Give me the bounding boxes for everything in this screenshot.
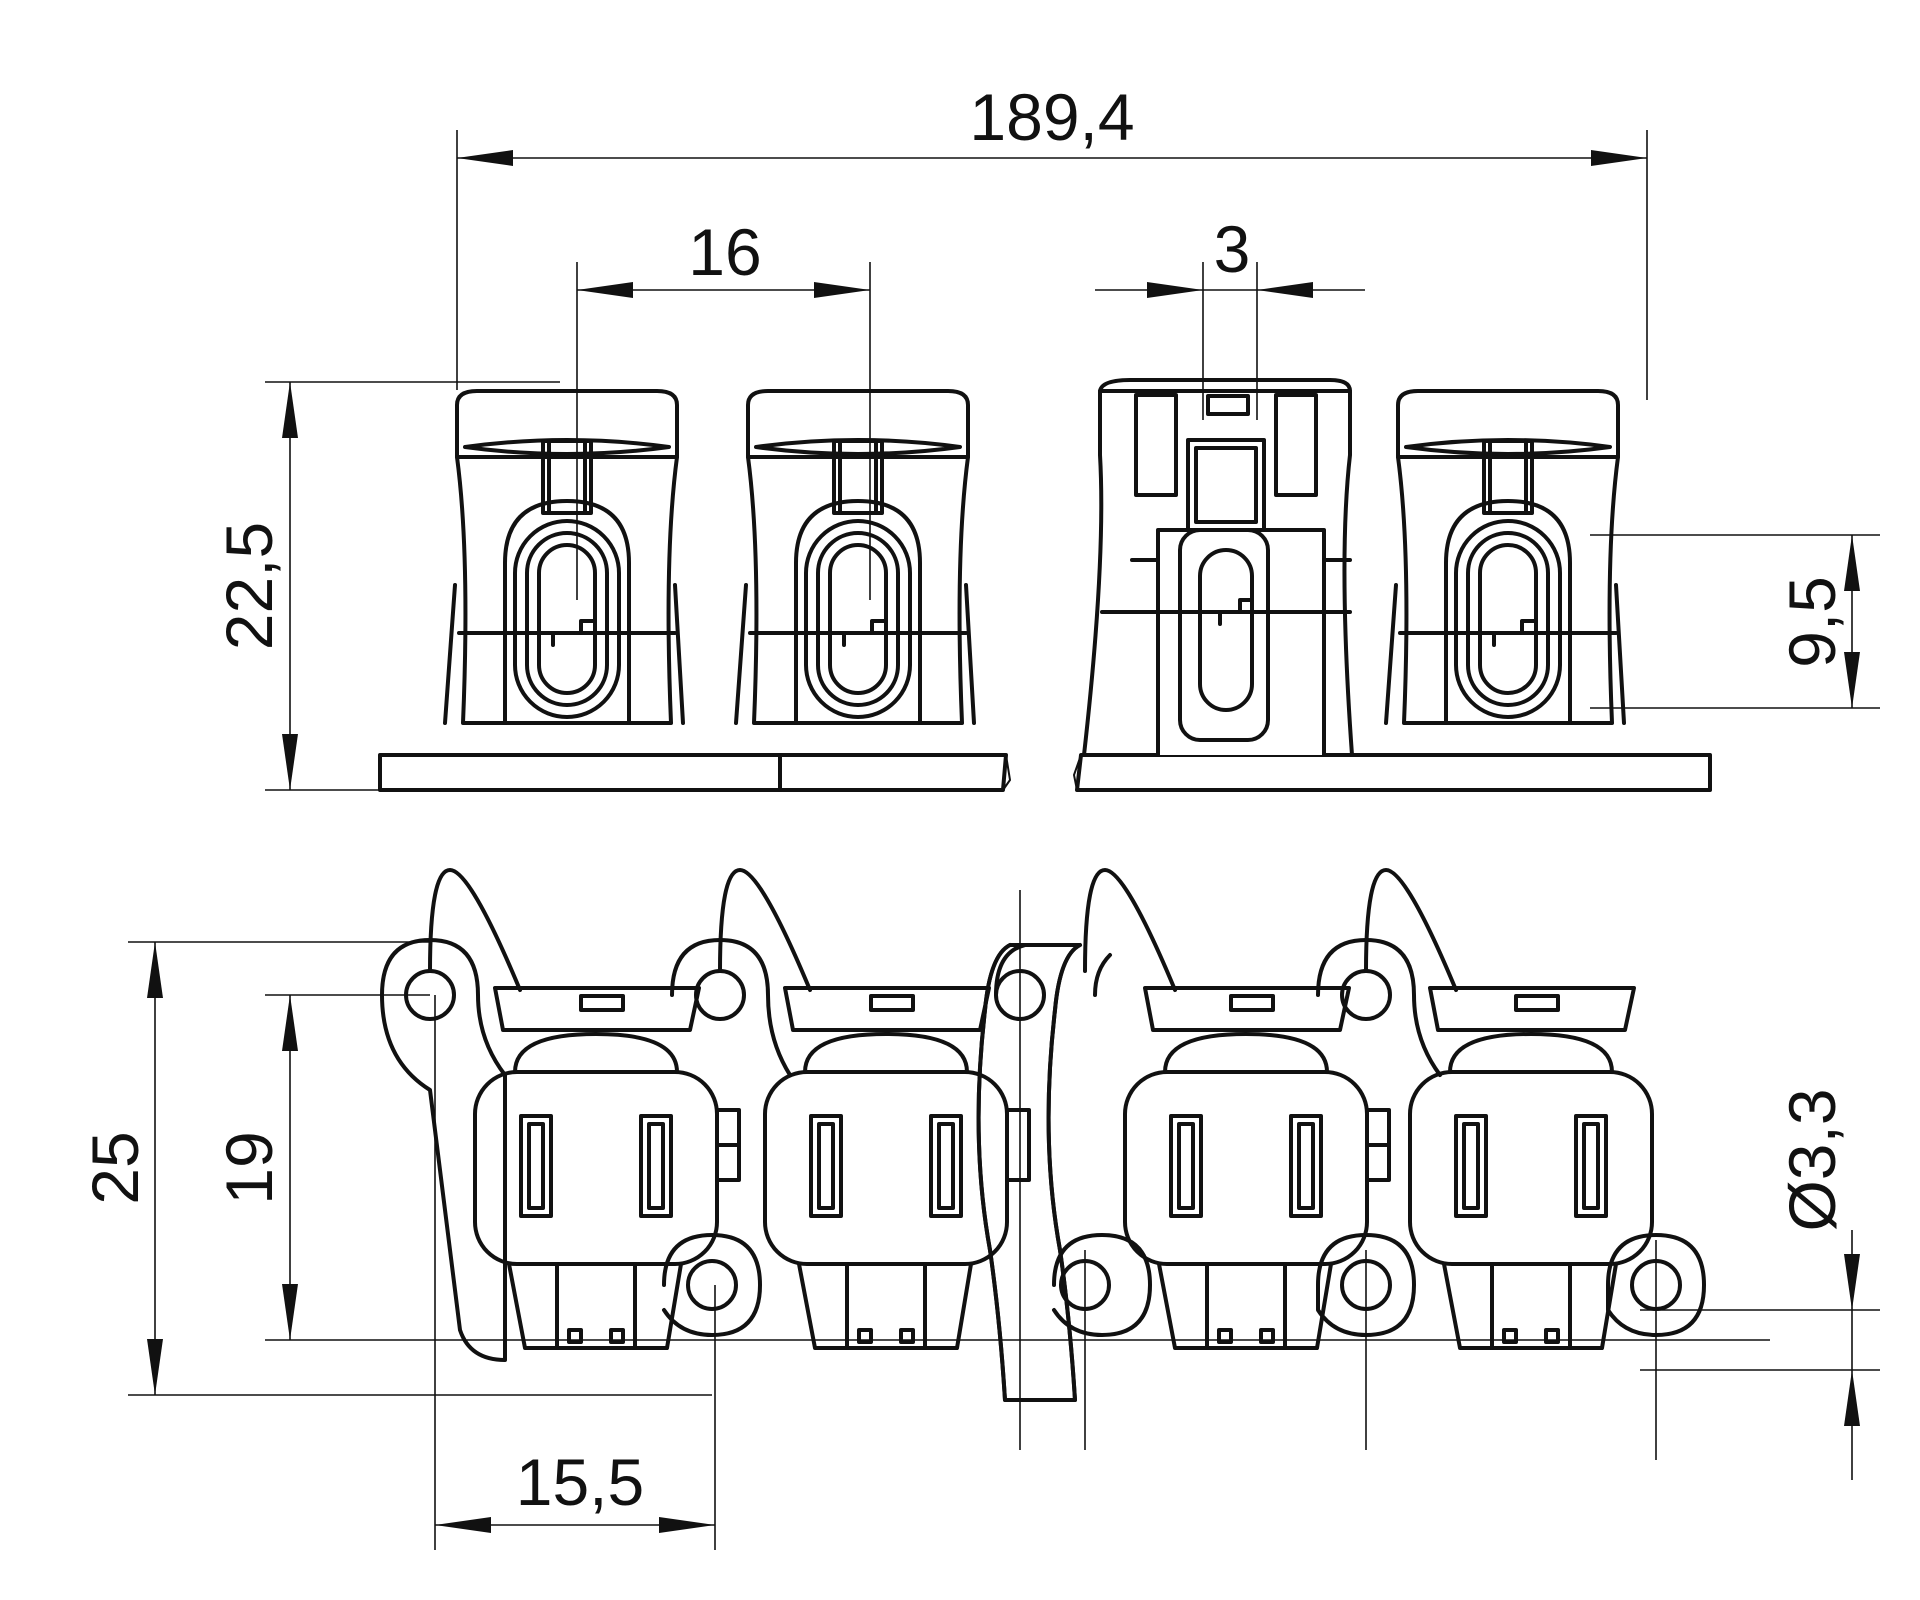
dim-overall-length: 189,4: [969, 80, 1134, 154]
dim-pitch-bottom: 15,5: [516, 1445, 644, 1519]
dimension-lines: [128, 130, 1880, 1550]
dim-slot-width: 3: [1214, 212, 1251, 286]
dim-width-outer: 25: [78, 1131, 152, 1204]
dim-height: 22,5: [212, 522, 286, 650]
dimension-labels: 189,4 16 3 22,5 9,5 25 19 15,5 Ø3,3: [78, 80, 1849, 1519]
hooks: [428, 868, 1458, 992]
dim-width-inner: 19: [212, 1131, 286, 1204]
front-view: [378, 378, 1712, 792]
top-view: [380, 868, 1706, 1402]
dim-hole-diameter: Ø3,3: [1775, 1088, 1849, 1231]
link-connectors: [715, 1108, 1391, 1182]
dim-pitch-top: 16: [688, 215, 761, 289]
section-block: [1082, 378, 1354, 757]
dim-contact-height: 9,5: [1775, 576, 1849, 668]
